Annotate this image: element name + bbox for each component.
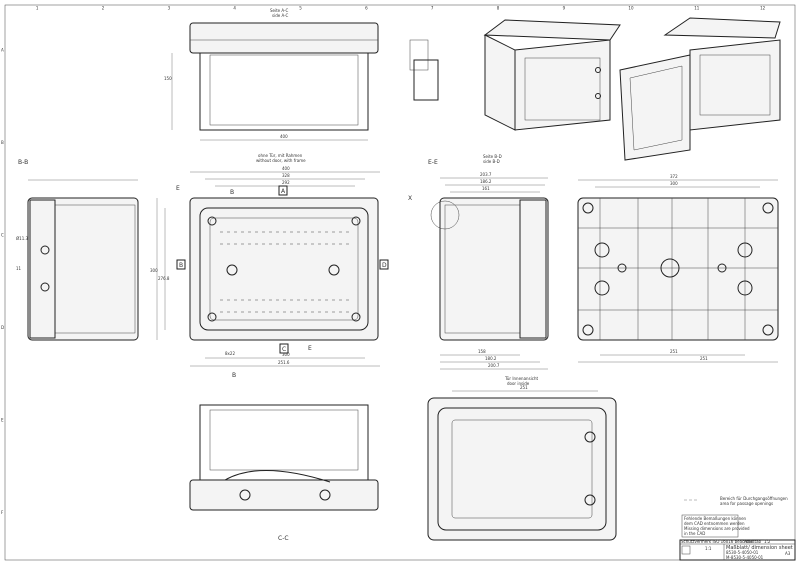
svg-text:Ø11.3: Ø11.3	[16, 236, 29, 241]
svg-text:X: X	[408, 195, 412, 202]
svg-text:161: 161	[482, 186, 490, 191]
svg-text:158: 158	[478, 349, 486, 354]
svg-text:1:1: 1:1	[705, 546, 712, 551]
grid-column-label: 11	[694, 6, 700, 11]
grid-column-label: 9	[563, 6, 566, 11]
grid-column-label: 3	[168, 6, 171, 11]
grid-column-label: 10	[628, 6, 634, 11]
svg-text:150: 150	[164, 76, 172, 81]
grid-column-label: 8	[497, 6, 500, 11]
svg-text:276.8: 276.8	[158, 276, 170, 281]
svg-text:M-8530-5-4050-01: M-8530-5-4050-01	[726, 555, 764, 560]
svg-text:400: 400	[282, 166, 290, 171]
svg-text:Seite B-D: Seite B-D	[483, 154, 502, 159]
title-block: Schutzvermerk ISO 16016 beachten Maßstab…	[679, 539, 796, 561]
grid-row-label: E	[1, 417, 4, 422]
grid-column-label: 7	[431, 6, 434, 11]
svg-text:C: C	[282, 346, 286, 353]
grid-column-label: 6	[365, 6, 368, 11]
svg-text:side A-C: side A-C	[272, 13, 289, 18]
svg-text:B-B: B-B	[18, 159, 28, 166]
svg-text:area for passage openings: area for passage openings	[720, 501, 773, 506]
top-view: Seite A-C side A-C 400 150	[164, 8, 379, 141]
svg-text:B: B	[179, 262, 183, 269]
svg-text:Bereich für Durchgangsöffnunge: Bereich für Durchgangsöffnungen	[720, 496, 788, 501]
detail-x	[409, 39, 439, 101]
svg-text:side B-D: side B-D	[483, 159, 500, 164]
svg-text:ohne Tür, mit Rahmen: ohne Tür, mit Rahmen	[258, 153, 303, 158]
svg-text:E: E	[176, 185, 180, 192]
svg-text:8530-5-4050-01: 8530-5-4050-01	[726, 550, 759, 555]
rear-view: 372 300 251 251	[577, 174, 779, 363]
svg-text:without door, with frame: without door, with frame	[256, 158, 306, 163]
svg-text:Tür Innenansicht: Tür Innenansicht	[504, 376, 539, 381]
side-view-e-e: E-E Seite B-D side B-D X 203.7 186.2 161…	[408, 154, 549, 370]
svg-text:1:2: 1:2	[764, 539, 771, 544]
door-inside-view: Tür Innenansicht door inside 251	[427, 376, 617, 541]
side-view-b-b: B-B Ø11.3 11	[16, 159, 139, 341]
svg-text:186.2: 186.2	[480, 179, 492, 184]
svg-text:Fehlende Bemaßungen können: Fehlende Bemaßungen können	[684, 516, 747, 521]
svg-text:dem CAD entnommen werden: dem CAD entnommen werden	[684, 521, 745, 526]
grid-column-label: 5	[299, 6, 302, 11]
svg-text:D: D	[382, 262, 387, 269]
iso-view-open	[619, 17, 781, 161]
notes: Bereich für Durchgangsöffnungen area for…	[681, 496, 788, 538]
grid-row-label: F	[1, 510, 4, 515]
svg-text:in the CAD: in the CAD	[684, 531, 705, 536]
grid-column-label: 2	[102, 6, 105, 11]
svg-text:B: B	[230, 189, 234, 196]
svg-text:11: 11	[16, 266, 22, 271]
svg-text:C-C: C-C	[278, 535, 289, 542]
svg-text:Seite A-C: Seite A-C	[270, 8, 289, 13]
svg-text:180.2: 180.2	[485, 356, 497, 361]
grid-column-label: 1	[36, 6, 39, 11]
grid-column-label: 4	[233, 6, 236, 11]
svg-text:8x22: 8x22	[225, 351, 235, 356]
svg-text:292: 292	[282, 180, 290, 185]
svg-text:Missing dimensions are provide: Missing dimensions are provided	[684, 526, 750, 531]
svg-text:400: 400	[280, 134, 288, 139]
svg-text:328: 328	[282, 173, 290, 178]
iso-view-closed	[483, 19, 621, 131]
svg-text:251: 251	[670, 349, 678, 354]
svg-text:A3: A3	[785, 551, 791, 556]
grid-row-label: B	[1, 140, 4, 145]
sheet-border	[4, 4, 796, 561]
svg-text:A: A	[281, 188, 286, 195]
svg-text:Schutzvermerk ISO 16016 beacht: Schutzvermerk ISO 16016 beachten	[681, 539, 754, 544]
svg-text:Maßblatt/ dimension sheet: Maßblatt/ dimension sheet	[726, 545, 793, 551]
svg-text:251: 251	[520, 385, 528, 390]
svg-text:251: 251	[700, 356, 708, 361]
bottom-view-c-c: C-C	[189, 404, 379, 542]
svg-text:300: 300	[150, 268, 158, 273]
grid-side: A B C D E F	[1, 47, 4, 515]
svg-text:203.7: 203.7	[480, 172, 492, 177]
svg-text:door inside: door inside	[507, 381, 530, 386]
svg-text:300: 300	[282, 352, 290, 357]
svg-text:B: B	[232, 372, 236, 379]
front-view: ohne Tür, mit Rahmen without door, with …	[150, 153, 389, 379]
svg-text:300: 300	[670, 181, 678, 186]
grid-column-label: 12	[760, 6, 766, 11]
svg-text:372: 372	[670, 174, 678, 179]
svg-text:E-E: E-E	[428, 159, 438, 166]
svg-text:200.7: 200.7	[488, 363, 500, 368]
grid-row-label: A	[1, 47, 4, 52]
grid-row-label: C	[1, 232, 4, 237]
svg-text:E: E	[308, 345, 312, 352]
grid-row-label: D	[1, 325, 4, 330]
svg-text:251.6: 251.6	[278, 360, 290, 365]
svg-text:Maßstab: Maßstab	[744, 539, 762, 544]
